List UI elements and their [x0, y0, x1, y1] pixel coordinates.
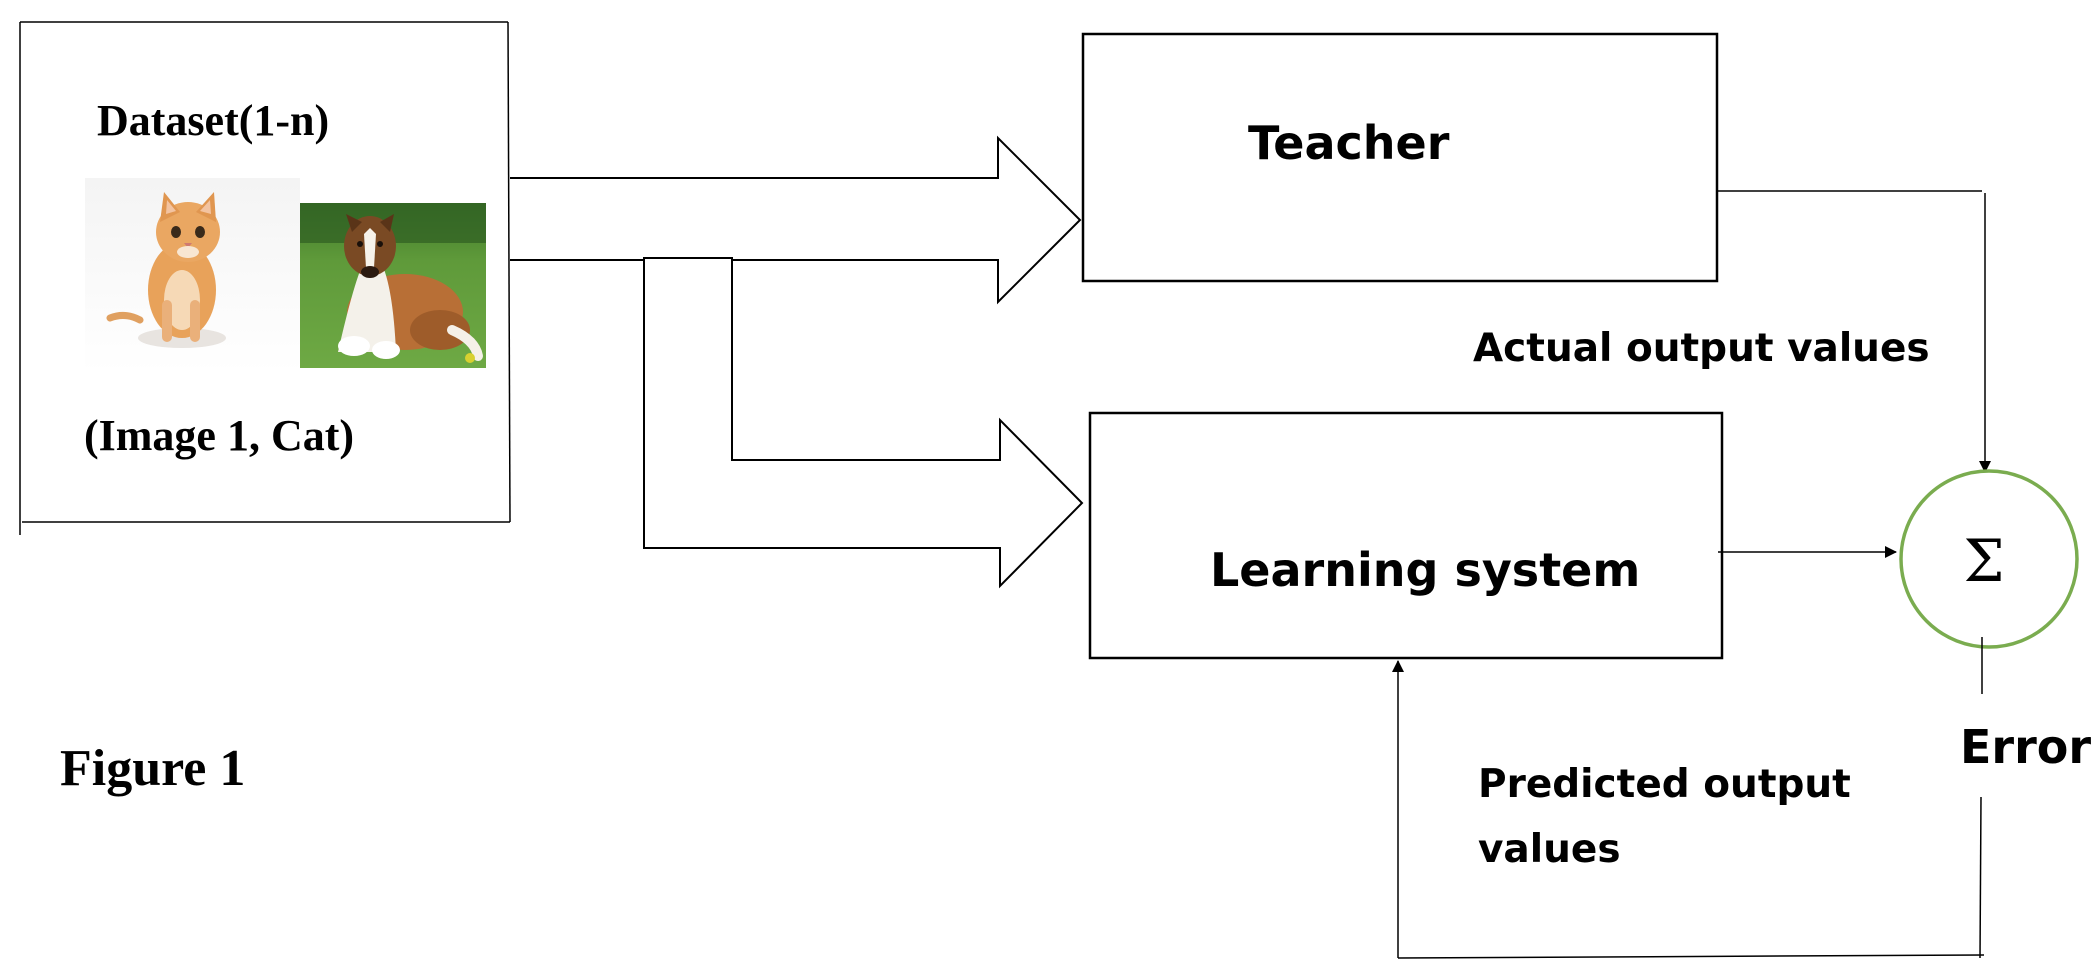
- predicted-output-label-line2: values: [1478, 827, 1621, 872]
- block-arrow-to-learning-system: [643, 257, 1084, 589]
- dataset-title: Dataset(1-n): [97, 96, 329, 145]
- learning-system-box: [1088, 411, 1724, 660]
- dog-photo: [300, 203, 486, 368]
- error-line-lower: [1979, 796, 1982, 959]
- dataset-example-label: (Image 1, Cat): [84, 411, 354, 460]
- teacher-label: Teacher: [1248, 116, 1450, 170]
- feedback-bottom-line: [1397, 954, 1985, 959]
- actual-output-label: Actual output values: [1473, 326, 1930, 371]
- figure-caption: Figure 1: [60, 740, 245, 797]
- sigma-symbol: Σ: [1963, 527, 2004, 595]
- sum-node: [1899, 469, 2079, 649]
- dataset-box: [19, 21, 511, 535]
- predicted-output-label-line1: Predicted output: [1478, 762, 1851, 807]
- teacher-box: [1081, 32, 1719, 283]
- cat-photo: [85, 178, 300, 373]
- learning-system-label: Learning system: [1210, 543, 1640, 597]
- block-arrow-to-teacher: [510, 135, 1082, 305]
- error-label: Error: [1960, 720, 2091, 774]
